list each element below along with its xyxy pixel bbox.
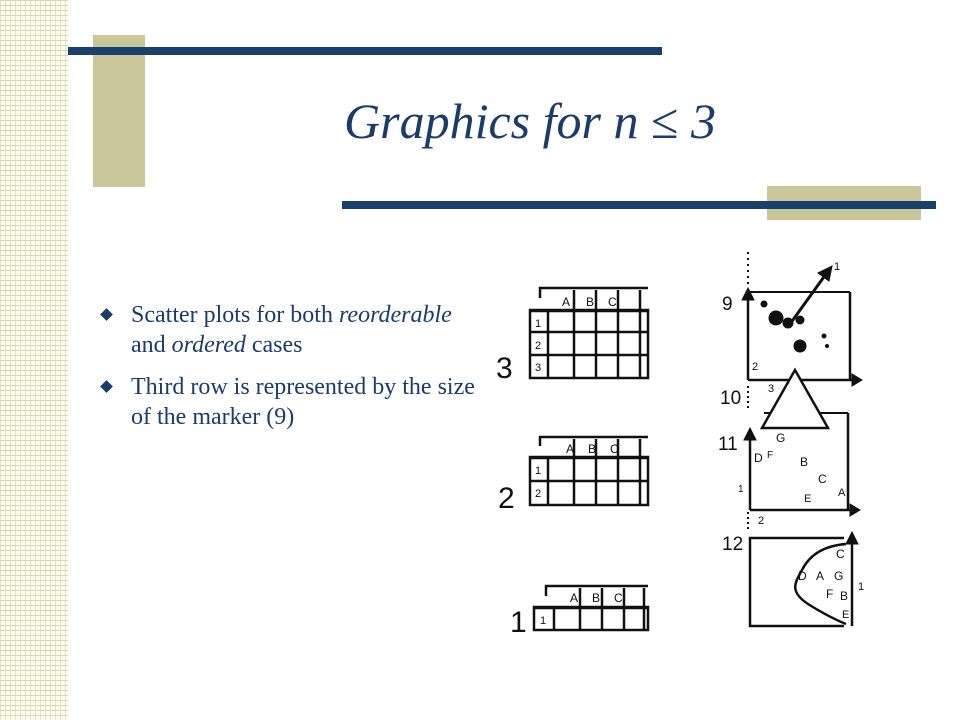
- table-2-col-b: B: [588, 442, 596, 456]
- table-2-col-a: A: [566, 442, 574, 456]
- table-1-col-a: A: [570, 591, 578, 605]
- bullet-text-part: cases: [245, 332, 303, 358]
- figure-svg: 3 A B C 1 2 3 2 A B C 1 2: [496, 252, 864, 639]
- table-2-row-2: 2: [535, 488, 541, 500]
- plot-10-label: 10: [720, 388, 741, 409]
- deco-bar-bottom: [342, 201, 936, 209]
- plot-11-x-axis-label: 2: [758, 515, 764, 527]
- title-prefix: Graphics for n: [344, 93, 651, 149]
- plot-11-point-f: F: [767, 450, 773, 461]
- diamond-bullet-icon: [100, 308, 113, 321]
- plot-11-label: 11: [718, 434, 738, 455]
- bullet-text-part: Scatter plots for both: [131, 302, 339, 328]
- left-hatched-strip: [0, 0, 68, 720]
- plot-12-point-c: C: [836, 547, 845, 561]
- plot-12-point-a: A: [816, 569, 824, 583]
- table-3-row-2: 2: [535, 340, 541, 352]
- table-3-row-3: 3: [535, 362, 541, 374]
- table-2: [528, 435, 650, 507]
- bullet-item: Scatter plots for both reorderable and o…: [96, 300, 486, 360]
- table-1-col-b: B: [592, 591, 600, 605]
- plot-11: [743, 426, 861, 530]
- plot-11-y-axis-label: 1: [738, 484, 744, 495]
- bullet-text-emphasis: ordered: [171, 332, 246, 358]
- plot-11-point-b: B: [800, 455, 808, 469]
- plot-12-point-e: E: [842, 609, 849, 621]
- plot-11-point-e: E: [804, 493, 811, 505]
- table-2-col-c: C: [610, 442, 619, 456]
- title-suffix: 3: [678, 93, 716, 149]
- table-3-col-c: C: [608, 295, 617, 309]
- deco-bar-top: [68, 47, 662, 55]
- diamond-bullet-icon: [100, 380, 113, 393]
- bullet-text-part: Third row is represented by the size of …: [131, 374, 475, 430]
- table-1-col-c: C: [614, 591, 623, 605]
- bullet-text-emphasis: reorderable: [338, 302, 452, 328]
- plot-9-y-axis-label: 2: [752, 361, 758, 373]
- figure-scanned-diagram: 3 A B C 1 2 3 2 A B C 1 2: [490, 240, 960, 640]
- plot-12-point-f: F: [826, 587, 833, 601]
- plot-9: [741, 252, 863, 387]
- table-2-row-1: 1: [535, 465, 541, 477]
- plot-10-x-axis-label: 3: [768, 383, 774, 395]
- plot-10: [747, 367, 850, 510]
- table-3-col-a: A: [562, 295, 570, 309]
- plot-11-point-a: A: [838, 487, 846, 499]
- plot-12-label: 12: [722, 534, 743, 555]
- slide-title: Graphics for n ≤ 3: [230, 92, 830, 150]
- table-2-label: 2: [498, 482, 515, 515]
- table-3-label: 3: [496, 352, 513, 385]
- table-3-col-b: B: [586, 295, 594, 309]
- plot-9-extra: 1: [834, 261, 840, 273]
- plot-12: [748, 530, 859, 628]
- table-1-label: 1: [510, 606, 527, 639]
- deco-block-top-left: [93, 35, 145, 187]
- bullet-text-part: and: [131, 332, 172, 358]
- table-1-row-1: 1: [540, 615, 546, 627]
- plot-12-point-b: B: [840, 589, 848, 603]
- table-1: [532, 584, 650, 632]
- plot-11-point-g: G: [776, 431, 785, 445]
- plot-11-point-d: D: [754, 451, 763, 465]
- table-3-row-1: 1: [535, 318, 541, 330]
- plot-12-point-d: D: [798, 569, 807, 583]
- bullet-list: Scatter plots for both reorderable and o…: [96, 300, 486, 444]
- title-leq-symbol: ≤: [651, 93, 679, 149]
- bullet-item: Third row is represented by the size of …: [96, 372, 486, 432]
- table-3: [528, 286, 650, 380]
- plot-12-point-g: G: [834, 569, 843, 583]
- plot-12-y-axis-label: 1: [858, 581, 864, 593]
- plot-11-point-c: C: [818, 472, 827, 486]
- plot-9-label: 9: [722, 294, 733, 315]
